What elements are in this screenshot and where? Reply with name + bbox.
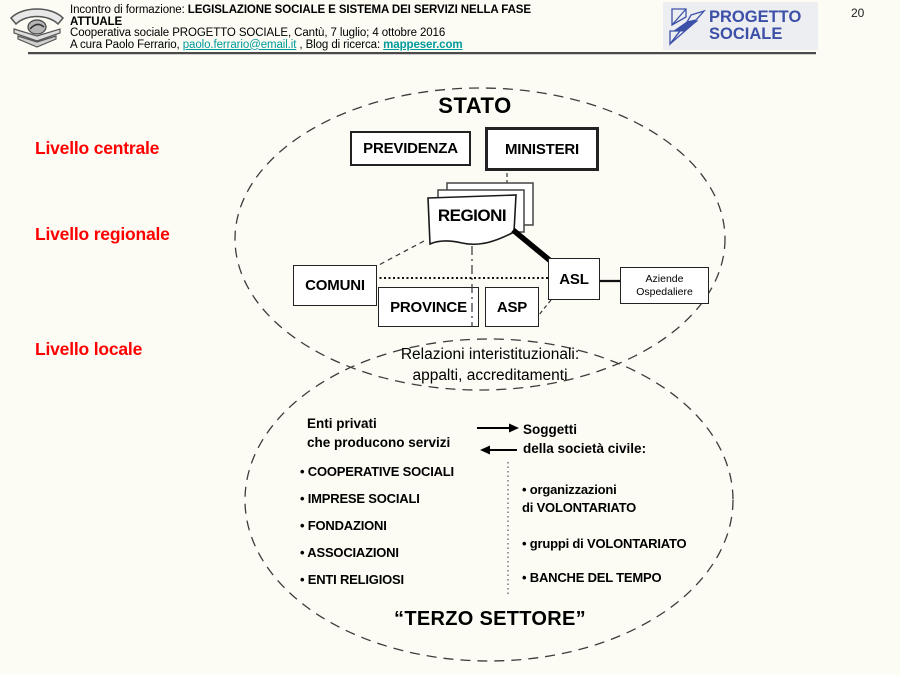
logo-word-2: SOCIALE xyxy=(709,25,783,43)
list-item-fondazioni: • FONDAZIONI xyxy=(300,518,387,533)
page-number: 20 xyxy=(851,6,865,20)
header-text-block: Incontro di formazione: LEGISLAZIONE SOC… xyxy=(70,4,670,52)
header-title-line2: ATTUALE xyxy=(70,15,670,29)
header-title-prefix: Incontro di formazione: xyxy=(70,4,188,16)
connector-regioni-asl xyxy=(511,227,555,266)
label-livello-centrale: Livello centrale xyxy=(35,138,160,158)
soggetti-line1: Soggetti xyxy=(523,422,577,437)
enti-privati-line2: che producono servizi xyxy=(307,435,451,450)
stato-title: STATO xyxy=(438,93,512,118)
soggetti-label: Soggetti della società civile: xyxy=(523,420,646,458)
box-province: PROVINCE xyxy=(378,287,479,327)
progetto-sociale-logo: PROGETTO SOCIALE xyxy=(663,2,818,50)
progetto-sociale-icon xyxy=(669,8,707,46)
aziende-line1: Aziende xyxy=(645,272,684,285)
enti-privati-label: Enti privati che producono servizi xyxy=(307,414,450,452)
header-byline-mid: , Blog di ricerca: xyxy=(296,38,384,51)
enti-privati-line1: Enti privati xyxy=(307,416,377,431)
header-title-line1: Incontro di formazione: LEGISLAZIONE SOC… xyxy=(70,4,670,17)
relazioni-text: Relazioni interistituzionali: appalti, a… xyxy=(350,344,630,386)
box-previdenza: PREVIDENZA xyxy=(350,131,471,166)
progetto-sociale-wordmark: PROGETTO SOCIALE xyxy=(709,9,801,43)
box-asl: ASL xyxy=(548,258,600,300)
relazioni-line2: appalti, accreditamenti xyxy=(412,367,568,384)
box-asp: ASP xyxy=(485,287,539,327)
book-emblem-logo xyxy=(8,3,66,50)
header-divider xyxy=(28,52,816,55)
arrow-left xyxy=(480,445,517,455)
relazioni-line1: Relazioni interistituzionali: xyxy=(400,346,580,363)
box-comuni: COMUNI xyxy=(293,265,377,306)
list-item-organizzazioni: • organizzazioni xyxy=(522,482,617,497)
terzo-settore-title: “TERZO SETTORE” xyxy=(394,608,586,630)
header-title-bold: LEGISLAZIONE SOCIALE E SISTEMA DEI SERVI… xyxy=(187,4,531,16)
box-regioni: REGIONI xyxy=(437,206,507,225)
box-aziende-ospedaliere: Aziende Ospedaliere xyxy=(620,267,709,304)
connector-regioni-comuni xyxy=(376,240,425,267)
header-byline: A cura Paolo Ferrario, paolo.ferrario@em… xyxy=(70,38,670,52)
label-livello-regionale: Livello regionale xyxy=(35,224,170,244)
header-subtitle: Cooperativa sociale PROGETTO SOCIALE, Ca… xyxy=(70,27,446,39)
label-livello-locale: Livello locale xyxy=(35,339,143,359)
header-title-bold2: ATTUALE xyxy=(70,15,123,28)
list-item-gruppi-volontariato: • gruppi di VOLONTARIATO xyxy=(522,536,687,551)
aziende-line2: Ospedaliere xyxy=(636,285,693,298)
box-ministeri: MINISTERI xyxy=(485,127,599,171)
email-link[interactable]: paolo.ferrario@email.it xyxy=(182,38,297,51)
soggetti-line2: della società civile: xyxy=(523,441,647,456)
list-item-cooperative-sociali: • COOPERATIVE SOCIALI xyxy=(300,464,454,479)
list-item-enti-religiosi: • ENTI RELIGIOSI xyxy=(300,572,404,587)
header-byline-prefix: A cura Paolo Ferrario, xyxy=(70,38,183,51)
list-item-banche-del-tempo: • BANCHE DEL TEMPO xyxy=(522,570,662,585)
list-item-associazioni: • ASSOCIAZIONI xyxy=(300,545,399,560)
logo-word-1: PROGETTO xyxy=(709,8,802,26)
book-emblem-icon xyxy=(9,8,65,48)
list-item-organizzazioni-line2: di VOLONTARIATO xyxy=(522,500,636,515)
list-item-imprese-sociali: • IMPRESE SOCIALI xyxy=(300,491,420,506)
arrow-right xyxy=(477,423,519,433)
blog-link[interactable]: mappeser.com xyxy=(383,38,463,51)
